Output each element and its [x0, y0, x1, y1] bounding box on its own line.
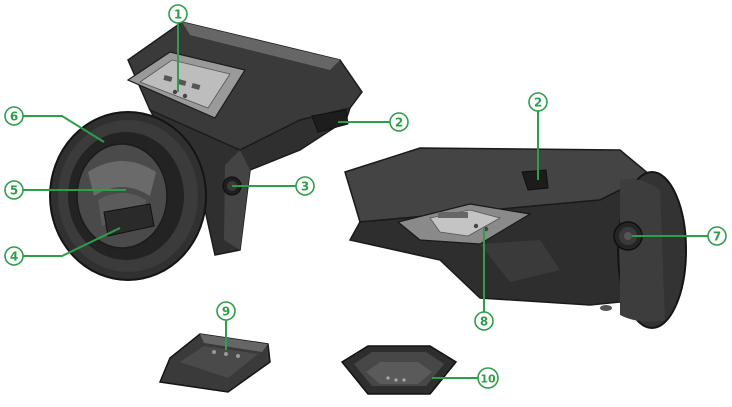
callout-2a-label: 2	[395, 116, 403, 130]
callout-5-label: 5	[10, 184, 18, 198]
callout-6: 6	[4, 106, 105, 143]
callout-2b: 2	[528, 92, 548, 180]
callout-1: 1	[168, 4, 188, 92]
callout-2a: 2	[338, 112, 409, 132]
callout-9: 9	[216, 301, 236, 350]
callout-10: 10	[432, 367, 499, 389]
callout-4: 4	[4, 227, 121, 266]
eyecup-cap-illustration	[340, 345, 458, 395]
front-viewfinder-illustration	[49, 21, 363, 281]
callout-3-label: 3	[301, 180, 309, 194]
hot-shoe-cover-illustration	[158, 333, 271, 393]
shoe-mount-plate	[396, 203, 532, 245]
callout-10-label: 10	[480, 373, 496, 386]
rear-viewfinder-illustration	[344, 147, 687, 329]
callout-8-label: 8	[480, 315, 488, 329]
callout-1-label: 1	[174, 8, 182, 22]
callout-7: 7	[632, 226, 727, 246]
callout-7-label: 7	[713, 230, 721, 244]
callout-4-label: 4	[10, 250, 18, 264]
hot-shoe-plate	[126, 51, 246, 119]
callout-2b-label: 2	[534, 96, 542, 110]
callout-8: 8	[474, 228, 494, 331]
callout-9-label: 9	[222, 305, 230, 319]
callout-layer: 1 2 2 3 4 5 6	[4, 4, 727, 389]
callout-3: 3	[232, 176, 315, 196]
callout-5: 5	[4, 180, 126, 200]
callout-6-label: 6	[10, 110, 18, 124]
